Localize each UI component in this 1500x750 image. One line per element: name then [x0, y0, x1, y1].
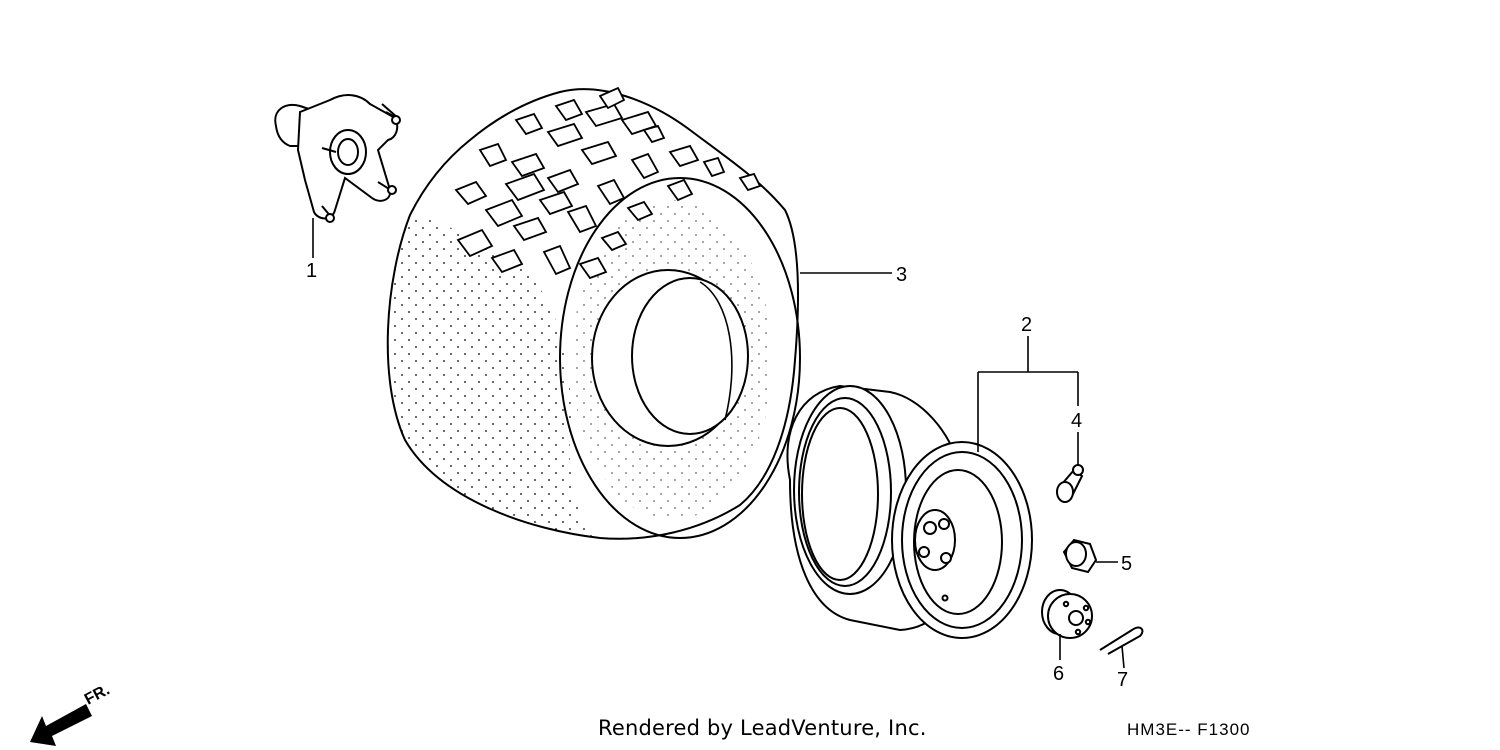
cotter-pin	[1099, 626, 1144, 655]
callout-5: 5	[1121, 553, 1132, 575]
callout-6: 6	[1053, 663, 1064, 685]
callout-7: 7	[1117, 669, 1128, 691]
front-label: FR.	[82, 681, 113, 708]
wheel-nut	[1062, 538, 1098, 574]
callout-2: 2	[1021, 314, 1032, 336]
leader-lines	[312, 218, 1125, 669]
callout-4: 4	[1071, 410, 1082, 432]
diagram-code: HM3E-- F1300	[1127, 720, 1251, 739]
callout-labels: 1 2 3 4 5 6 7	[306, 260, 1132, 691]
rear-tire	[386, 86, 801, 540]
rear-wheel-hub	[274, 94, 401, 223]
render-credit: Rendered by LeadVenture, Inc.	[598, 716, 927, 740]
callout-1: 1	[306, 260, 317, 282]
callout-3: 3	[896, 264, 907, 286]
front-direction-arrow: FR.	[30, 681, 113, 746]
castle-nut	[1041, 589, 1093, 639]
tire-valve	[1056, 464, 1084, 503]
arrow-icon	[30, 704, 92, 746]
wheel-rim	[786, 384, 1033, 639]
